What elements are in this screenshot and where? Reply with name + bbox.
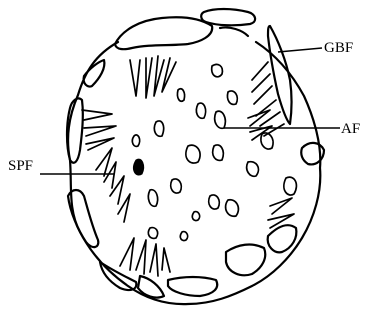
left-pieces [67, 60, 104, 247]
top-pieces [115, 9, 255, 49]
label-spf: SPF [8, 158, 33, 174]
fiber-clusters [82, 56, 294, 276]
label-af: AF [341, 121, 360, 137]
label-gbf: GBF [324, 40, 353, 56]
gbf-leader-line [278, 48, 322, 52]
